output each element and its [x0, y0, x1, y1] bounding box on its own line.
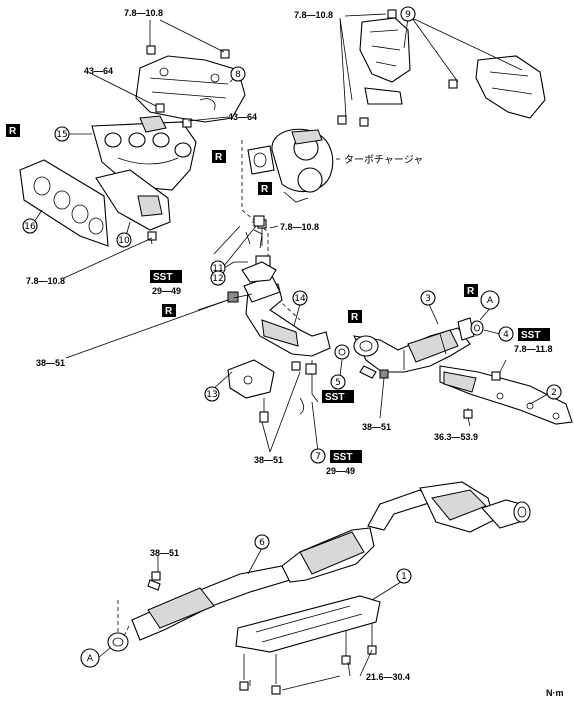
- svg-text:SST: SST: [333, 452, 352, 463]
- callout-13: 13: [204, 386, 220, 402]
- svg-text:SST: SST: [521, 330, 540, 341]
- svg-text:12: 12: [212, 274, 223, 284]
- svg-text:9: 9: [405, 10, 411, 20]
- callout-6: 6: [254, 534, 270, 550]
- svg-text:10: 10: [118, 236, 130, 246]
- svg-text:7: 7: [315, 452, 321, 462]
- callout-14: 14: [292, 290, 308, 306]
- callout-8: 8: [230, 66, 246, 82]
- turbo-heat-insulator: [359, 17, 546, 119]
- svg-text:8: 8: [235, 70, 241, 80]
- svg-text:6: 6: [259, 538, 265, 548]
- svg-text:R: R: [165, 306, 173, 317]
- torque-38-51-a: 38—51: [36, 358, 65, 368]
- sst-tag-4: SST: [330, 450, 362, 463]
- svg-text:R: R: [467, 286, 475, 297]
- sst-tag-2: SST: [518, 328, 550, 341]
- callout-3: 3: [420, 290, 436, 306]
- r-tag-gasket-a: R: [464, 284, 478, 297]
- under-cover: [235, 595, 381, 695]
- torque-7.8-11.8: 7.8—11.8: [514, 344, 553, 354]
- callout-12: 12: [210, 270, 226, 286]
- crossmember: [439, 365, 573, 425]
- svg-text:R: R: [351, 312, 359, 323]
- torque-43-64-b: 43—64: [228, 112, 257, 122]
- r-tag-front-pipe: R: [162, 304, 176, 317]
- svg-text:2: 2: [551, 388, 557, 398]
- ref-a-upper: A: [480, 290, 500, 310]
- r-tag-turbo-gasket: R: [258, 182, 272, 195]
- svg-text:R: R: [215, 152, 223, 163]
- manifold-gasket: [19, 159, 109, 247]
- sst-tag-3: SST: [322, 390, 354, 403]
- front-pipe: [243, 229, 331, 357]
- svg-text:R: R: [261, 184, 269, 195]
- torque-38-51-d: 38—51: [150, 548, 179, 558]
- svg-text:A: A: [87, 654, 94, 664]
- svg-text:5: 5: [335, 378, 341, 388]
- svg-text:13: 13: [206, 390, 217, 400]
- oxygen-sensor-rear: [299, 360, 319, 415]
- torque-38-51-b: 38—51: [362, 422, 391, 432]
- svg-text:SST: SST: [153, 272, 172, 283]
- callout-9: 9: [400, 6, 416, 22]
- torque-43-64-a: 43—64: [84, 66, 113, 76]
- torque-36.3-53.9: 36.3—53.9: [434, 432, 478, 442]
- svg-text:1: 1: [401, 572, 407, 582]
- callout-1: 1: [396, 568, 412, 584]
- svg-text:14: 14: [294, 294, 306, 304]
- callout-4: 4: [498, 326, 514, 342]
- callout-5: 5: [330, 374, 346, 390]
- turbocharger: [247, 128, 334, 203]
- catalyst-gasket: [334, 344, 350, 360]
- manifold-bracket: [95, 169, 171, 245]
- catalyst-bracket: [227, 359, 275, 423]
- catalytic-converter: [353, 317, 475, 373]
- svg-text:3: 3: [425, 294, 431, 304]
- torque-29-49-a: 29—49: [152, 286, 181, 296]
- svg-text:R: R: [9, 126, 17, 137]
- front-pipe-bracket: [241, 261, 277, 283]
- r-tag-turbo-side: R: [212, 150, 226, 163]
- torque-7.8-10.8-c: 7.8—10.8: [280, 222, 319, 232]
- turbocharger-label: ターボチャージャ: [344, 154, 423, 166]
- svg-text:11: 11: [212, 264, 223, 274]
- torque-7.8-10.8-a: 7.8—10.8: [124, 8, 163, 18]
- svg-text:4: 4: [503, 330, 509, 340]
- callout-15: 15: [54, 126, 70, 142]
- units-label: N·m: [546, 688, 564, 698]
- callout-16: 16: [22, 218, 38, 234]
- svg-text:A: A: [487, 296, 494, 306]
- torque-7.8-10.8-b: 7.8—10.8: [294, 10, 333, 20]
- main-silencer-assembly: [107, 481, 531, 652]
- torque-29-49-b: 29—49: [326, 466, 355, 476]
- svg-text:15: 15: [56, 130, 67, 140]
- callout-7: 7: [310, 448, 326, 464]
- r-tag-left: R: [6, 124, 20, 137]
- svg-text:SST: SST: [325, 392, 344, 403]
- ref-a-lower: A: [80, 648, 100, 668]
- pipe-gasket-a: [470, 320, 484, 336]
- r-tag-catalyst: R: [348, 310, 362, 323]
- torque-21.6-30.4: 21.6—30.4: [366, 672, 410, 682]
- torque-7.8-10.8-d: 7.8—10.8: [26, 276, 65, 286]
- callout-2: 2: [546, 384, 562, 400]
- svg-text:16: 16: [24, 222, 36, 232]
- callout-10: 10: [116, 232, 132, 248]
- sst-tag-1: SST: [150, 270, 182, 283]
- torque-38-51-c: 38—51: [254, 455, 283, 465]
